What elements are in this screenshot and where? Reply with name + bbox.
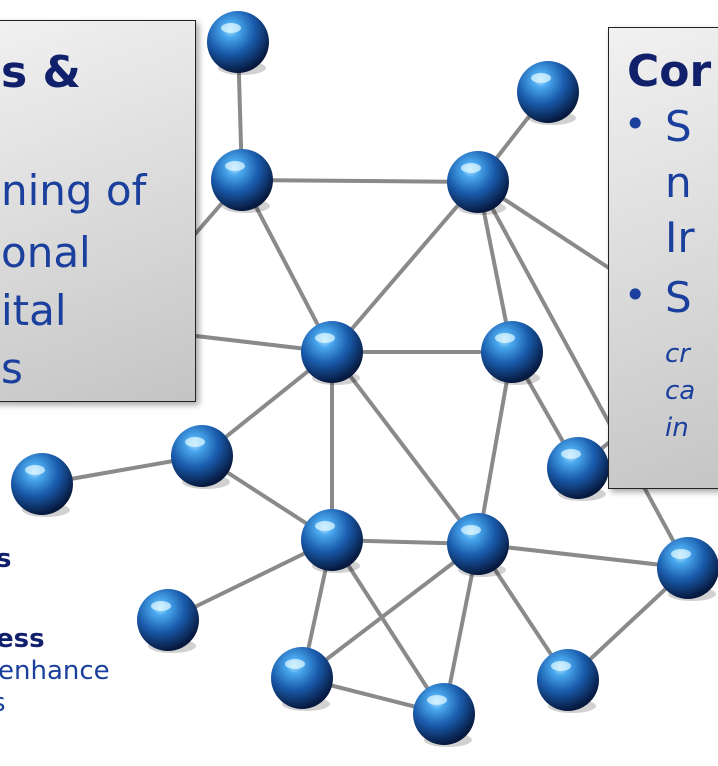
network-node bbox=[447, 513, 509, 577]
network-edge bbox=[476, 542, 690, 570]
network-node bbox=[301, 321, 363, 385]
network-node bbox=[11, 453, 73, 517]
network-node bbox=[447, 151, 509, 215]
network-edge bbox=[330, 350, 480, 546]
network-node bbox=[547, 437, 609, 501]
network-node bbox=[211, 149, 273, 213]
network-node bbox=[171, 425, 233, 489]
left-panel-line-3: ital bbox=[1, 286, 67, 335]
right-panel-bullet-1: • bbox=[624, 102, 647, 146]
right-text-panel: Cor • S n Ir • S cr ca in bbox=[608, 27, 718, 489]
network-edge bbox=[300, 542, 480, 680]
network-edge bbox=[330, 538, 446, 716]
network-node bbox=[413, 683, 475, 747]
left-panel-heading: s & bbox=[1, 47, 81, 98]
below-bold-line-2: ess bbox=[0, 624, 45, 654]
right-panel-italic-2: ca bbox=[665, 376, 696, 406]
left-text-panel: s & ning of onal ital s bbox=[0, 20, 196, 402]
network-node bbox=[517, 61, 579, 125]
left-panel-line-2: onal bbox=[1, 228, 91, 277]
right-panel-italic-1: cr bbox=[665, 339, 690, 369]
right-panel-italic-3: in bbox=[665, 413, 689, 443]
network-node bbox=[481, 321, 543, 385]
network-nodes bbox=[11, 11, 718, 747]
left-panel-line-1: ning of bbox=[1, 166, 147, 215]
right-panel-b1-line-1: S bbox=[665, 102, 692, 151]
below-line-1: enhance bbox=[0, 656, 110, 686]
network-node bbox=[137, 589, 199, 653]
network-edge bbox=[476, 350, 514, 546]
network-node bbox=[657, 537, 718, 601]
below-line-2: s bbox=[0, 688, 6, 718]
right-panel-b2-line: S bbox=[665, 273, 692, 322]
network-node bbox=[537, 649, 599, 713]
network-edge bbox=[240, 178, 334, 354]
right-panel-bullet-2: • bbox=[624, 273, 647, 317]
network-node bbox=[207, 11, 269, 75]
network-edge bbox=[240, 178, 480, 184]
network-edge bbox=[476, 180, 690, 570]
network-node bbox=[271, 647, 333, 711]
network-edge bbox=[330, 180, 480, 354]
right-panel-b1-line-3: Ir bbox=[665, 213, 695, 262]
right-panel-heading: Cor bbox=[627, 46, 712, 97]
left-panel-line-4: s bbox=[1, 344, 23, 393]
right-panel-b1-line-2: n bbox=[665, 158, 692, 207]
below-bold-line-1: s bbox=[0, 544, 12, 574]
network-node bbox=[301, 509, 363, 573]
